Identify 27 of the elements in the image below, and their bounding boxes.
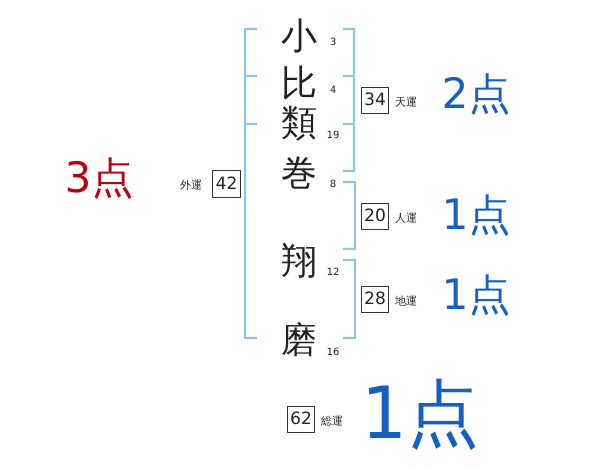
name-character: 巻: [281, 156, 317, 192]
number-box: 62: [287, 406, 315, 433]
stroke-count: 8: [330, 180, 336, 190]
box-caption: 人運: [395, 212, 417, 224]
score-text: 1点: [442, 194, 510, 236]
stroke-count: 12: [326, 268, 340, 278]
score-text: 3点: [64, 157, 134, 199]
number-box: 28: [361, 286, 389, 313]
name-character: 類: [281, 106, 317, 142]
name-character: 翔: [281, 244, 317, 280]
name-character: 磨: [281, 323, 317, 359]
box-caption: 外運: [180, 180, 202, 190]
box-caption: 地運: [395, 296, 417, 306]
stroke-count: 16: [326, 348, 340, 358]
stroke-count: 3: [330, 38, 336, 48]
name-character: 比: [281, 66, 317, 102]
stroke-count: 19: [326, 131, 340, 141]
box-caption: 総運: [321, 416, 343, 426]
box-caption: 天運: [395, 96, 417, 108]
number-box: 34: [361, 87, 389, 114]
number-box: 20: [361, 203, 389, 230]
name-character: 小: [281, 19, 317, 55]
score-text: 2点: [442, 73, 510, 115]
score-text: 1点: [361, 377, 479, 449]
stroke-count: 4: [330, 86, 336, 96]
score-text: 1点: [442, 274, 510, 316]
number-box: 42: [212, 170, 241, 198]
